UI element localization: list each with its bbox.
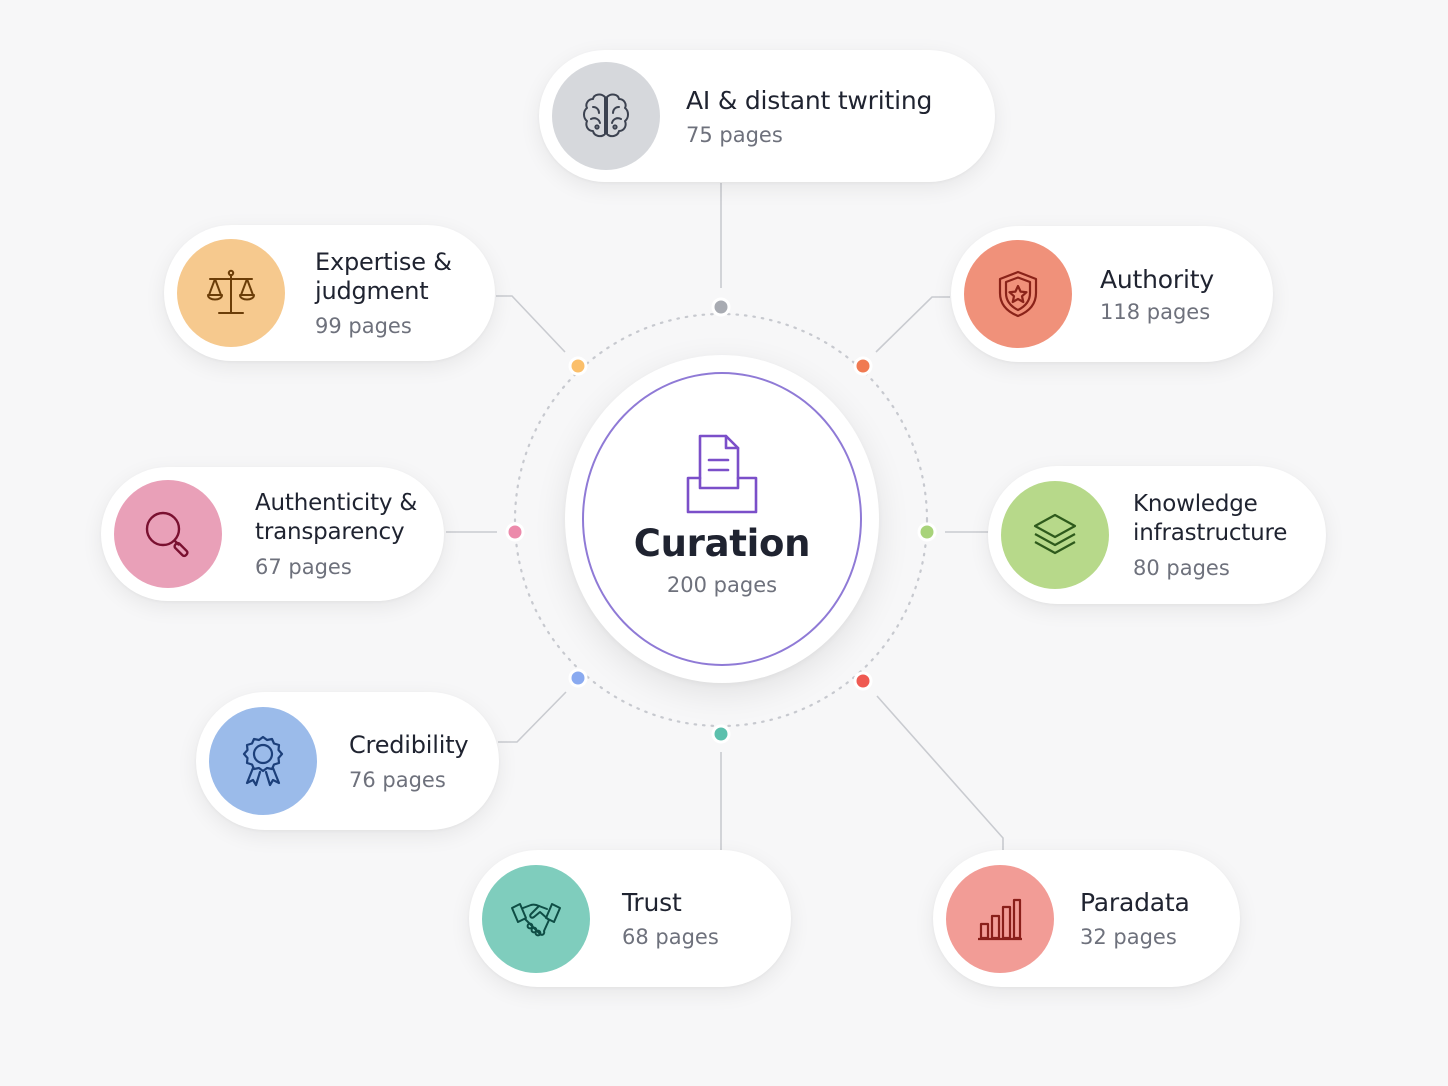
bar-chart-icon <box>978 898 1022 940</box>
connector-authority <box>875 296 950 353</box>
connector-expertise <box>496 295 566 353</box>
center-title: Curation <box>633 522 811 565</box>
brain-icon <box>583 93 629 138</box>
layers-icon <box>1033 513 1077 555</box>
magnifier-icon <box>145 511 189 558</box>
node-label: Expertise & judgment <box>315 248 452 305</box>
node-page-count: 99 pages <box>315 314 412 338</box>
connector-credibility <box>498 691 567 743</box>
center-page-count: 200 pages <box>666 573 778 597</box>
dot-authority <box>853 356 873 376</box>
node-label: Authenticity & transparency <box>255 490 418 545</box>
dot-credibility <box>568 668 588 688</box>
icon-badge <box>177 239 285 347</box>
node-ai-distant-writing[interactable]: AI & distant twriting 75 pages <box>539 50 995 182</box>
node-label: AI & distant twriting <box>686 85 933 115</box>
node-label: Credibility <box>349 730 469 759</box>
dot-trust <box>711 724 731 744</box>
connector-paradata <box>876 695 1004 850</box>
node-label: Trust <box>622 888 682 917</box>
node-authenticity-transparency[interactable]: Authenticity & transparency 67 pages <box>101 467 444 601</box>
node-page-count: 80 pages <box>1133 556 1230 580</box>
center-node-curation[interactable]: Curation 200 pages <box>582 372 862 666</box>
dot-knowledge <box>917 522 937 542</box>
dot-authenticity <box>505 522 525 542</box>
icon-badge <box>114 480 222 588</box>
icon-badge <box>209 707 317 815</box>
node-trust[interactable]: Trust 68 pages <box>469 850 791 987</box>
award-ribbon-icon <box>242 735 284 787</box>
node-expertise-judgment[interactable]: Expertise & judgment 99 pages <box>164 225 495 361</box>
node-page-count: 75 pages <box>686 122 783 147</box>
scales-icon <box>207 269 255 314</box>
node-page-count: 76 pages <box>349 767 446 792</box>
node-knowledge-infrastructure[interactable]: Knowledge infrastructure 80 pages <box>988 466 1326 604</box>
icon-badge <box>482 864 590 973</box>
icon-badge <box>552 62 660 170</box>
node-page-count: 32 pages <box>1080 925 1177 949</box>
node-label: Knowledge infrastructure <box>1133 491 1288 546</box>
dot-ai <box>711 297 731 317</box>
node-page-count: 118 pages <box>1100 299 1211 324</box>
node-authority[interactable]: Authority 118 pages <box>951 226 1273 362</box>
dot-paradata <box>853 671 873 691</box>
node-label: Paradata <box>1080 888 1190 917</box>
node-paradata[interactable]: Paradata 32 pages <box>933 850 1240 987</box>
document-tray-icon <box>686 434 758 514</box>
dot-expertise <box>568 356 588 376</box>
icon-badge <box>964 240 1072 348</box>
node-credibility[interactable]: Credibility 76 pages <box>196 692 499 830</box>
node-label: Authority <box>1100 264 1214 294</box>
node-page-count: 68 pages <box>622 925 719 949</box>
node-page-count: 67 pages <box>255 555 352 579</box>
handshake-icon <box>511 902 561 936</box>
icon-badge <box>1001 481 1109 589</box>
shield-star-icon <box>998 270 1038 318</box>
icon-badge <box>946 864 1054 973</box>
